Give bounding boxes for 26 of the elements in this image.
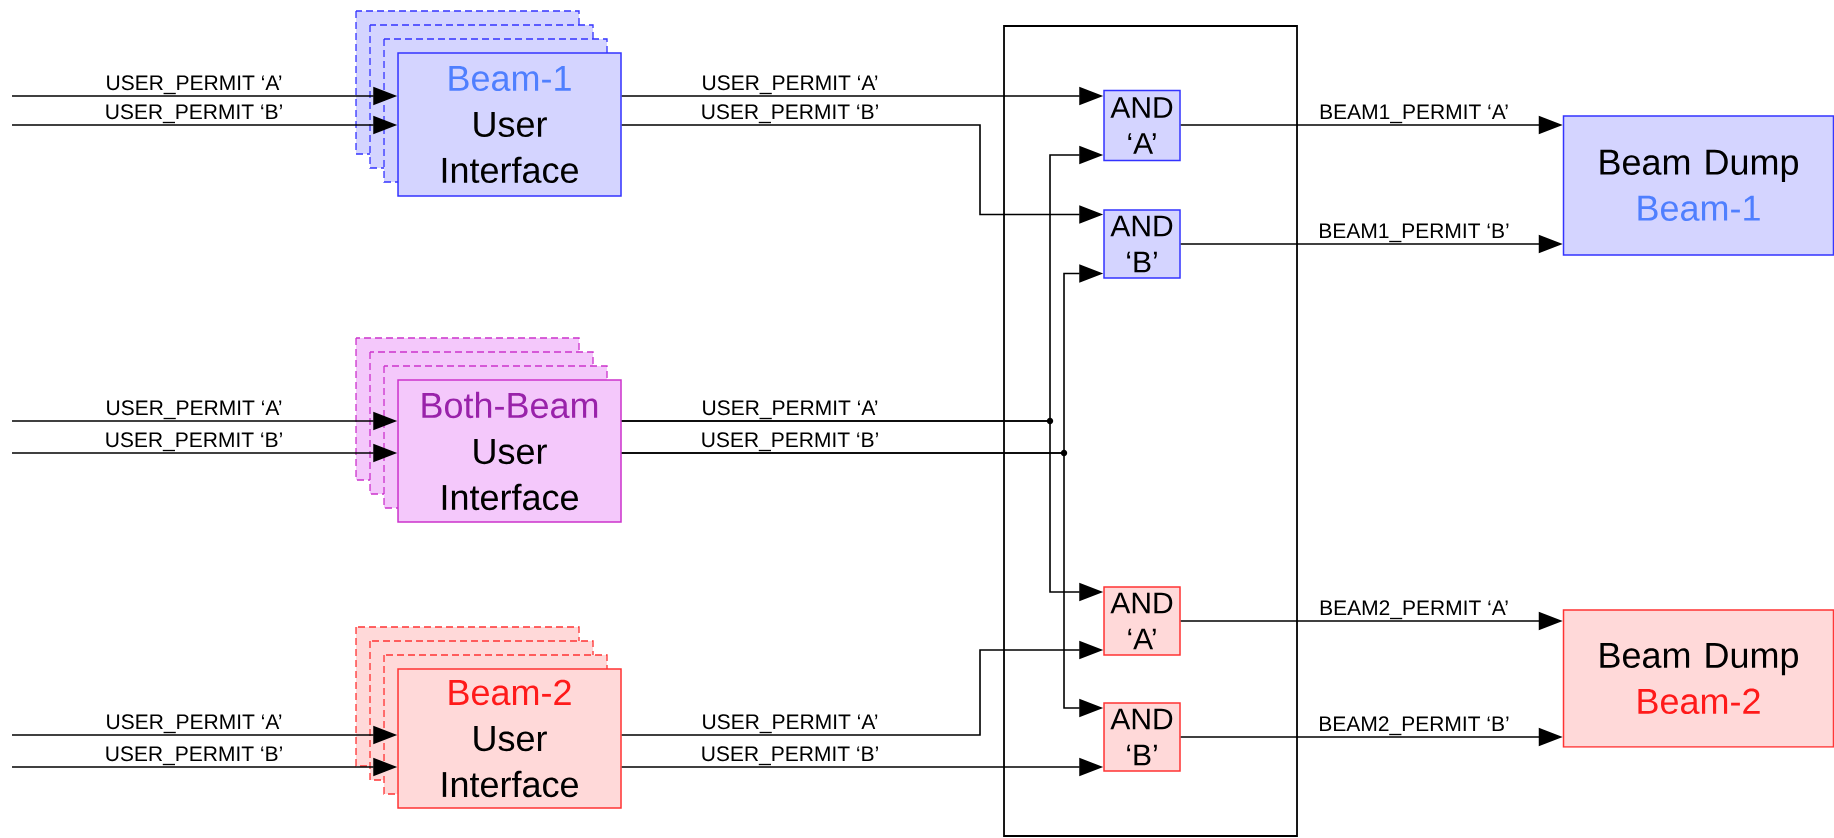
and-gate-box: AND ‘B’ xyxy=(1103,702,1181,772)
frame-box xyxy=(1003,25,1298,837)
edge-label: BEAM2_PERMIT ‘A’ xyxy=(1318,599,1510,620)
beam-dump-box: Beam Dump Beam-1 xyxy=(1562,115,1834,256)
and-gate-box: AND ‘A’ xyxy=(1103,586,1181,656)
edge-label: USER_PERMIT ‘B’ xyxy=(700,103,880,124)
beam-dump-box: Beam Dump Beam-2 xyxy=(1562,609,1834,748)
edge-label: USER_PERMIT ‘A’ xyxy=(701,399,879,420)
edge-label: BEAM1_PERMIT ‘A’ xyxy=(1318,104,1510,124)
edge-label: BEAM1_PERMIT ‘B’ xyxy=(1317,223,1511,243)
edge-label: USER_PERMIT ‘A’ xyxy=(105,74,283,95)
edge-label: USER_PERMIT ‘B’ xyxy=(104,103,284,124)
edge-label: USER_PERMIT ‘B’ xyxy=(104,431,284,452)
edge-label: USER_PERMIT ‘B’ xyxy=(700,745,880,766)
edge-label: BEAM2_PERMIT ‘B’ xyxy=(1317,715,1511,736)
edge-label: USER_PERMIT ‘B’ xyxy=(104,745,284,766)
edge-label: USER_PERMIT ‘A’ xyxy=(105,713,283,734)
interface-box: Beam-1 User Interface xyxy=(397,52,622,197)
and-gate-box: AND ‘B’ xyxy=(1103,209,1181,279)
edge-label: USER_PERMIT ‘A’ xyxy=(105,399,283,420)
edge-label: USER_PERMIT ‘A’ xyxy=(701,713,879,734)
and-gate-box: AND ‘A’ xyxy=(1103,89,1181,162)
interface-box: Beam-2 User Interface xyxy=(397,668,622,809)
edge-label: USER_PERMIT ‘B’ xyxy=(700,431,880,452)
edge-label: USER_PERMIT ‘A’ xyxy=(701,74,879,95)
interface-box: Both-Beam User Interface xyxy=(397,379,622,523)
